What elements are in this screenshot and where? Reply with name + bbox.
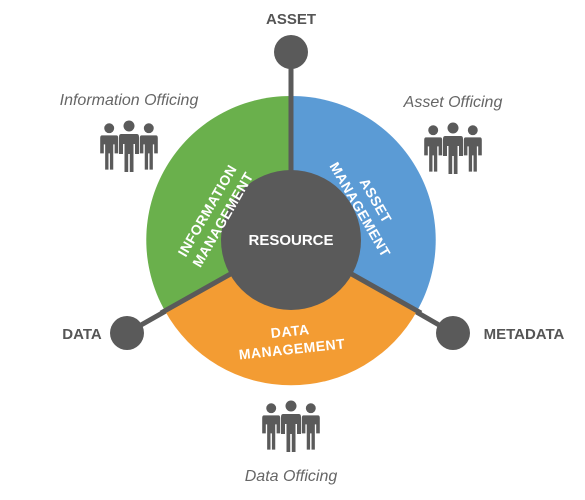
information-officing-label: Information Officing — [60, 92, 199, 109]
asset-node-label: ASSET — [266, 11, 316, 28]
asset-officing-label: Asset Officing — [403, 94, 503, 111]
asset-node — [274, 35, 308, 69]
resource-label: RESOURCE — [248, 232, 333, 249]
data-officing-label: Data Officing — [245, 468, 338, 485]
metadata-node — [436, 316, 470, 350]
data-node-label: DATA — [62, 326, 102, 343]
data-node — [110, 316, 144, 350]
asset-officing-people-icon — [424, 122, 482, 174]
resource-hub — [221, 170, 361, 310]
data-label-line1: DATA — [270, 321, 310, 341]
data-officing-people-icon — [262, 400, 320, 452]
metadata-node-label: METADATA — [484, 326, 565, 343]
information-officing-people-icon — [100, 120, 158, 172]
